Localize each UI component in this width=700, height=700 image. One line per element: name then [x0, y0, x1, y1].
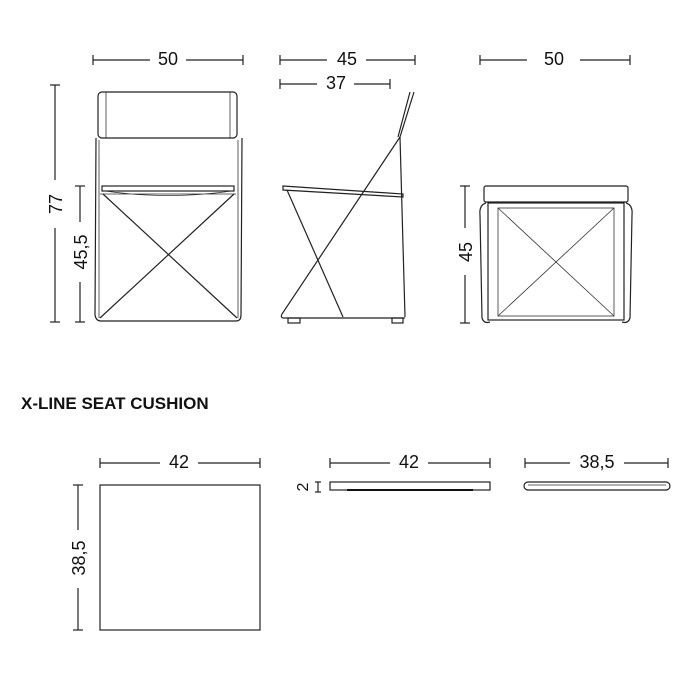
cushion-side-view: 38,5 [523, 452, 671, 491]
dimension-top-depth: 45 [456, 185, 476, 324]
dimension-cushion-depth: 38,5 [69, 484, 89, 631]
chair-front-view: 50 77 45,5 [46, 49, 244, 323]
dimension-front-width: 50 [92, 49, 244, 69]
cushion-top-view: 42 38,5 [69, 452, 261, 631]
dimension-cushion-side-depth: 38,5 [524, 452, 669, 472]
dimension-label: 42 [399, 452, 419, 472]
dimension-seat-height: 45,5 [71, 185, 91, 323]
dimension-seat-depth: 37 [279, 73, 391, 93]
section-title: X-LINE SEAT CUSHION [21, 394, 209, 413]
dimension-front-height: 77 [46, 84, 66, 323]
dimension-label: 50 [544, 49, 564, 69]
dimension-label: 38,5 [579, 452, 614, 472]
chair-top-view: 50 45 [456, 49, 633, 324]
dimension-label: 45 [456, 242, 476, 262]
dimension-label: 45 [337, 49, 357, 69]
dimension-label: 42 [169, 452, 189, 472]
dimension-label: 37 [326, 73, 346, 93]
dimension-side-depth: 45 [279, 49, 416, 69]
dimension-label: 2 [295, 482, 312, 491]
dimension-label: 50 [158, 49, 178, 69]
dimension-label: 45,5 [71, 234, 91, 269]
dimension-label: 38,5 [69, 540, 89, 575]
cushion-front-view: 42 2 [295, 452, 491, 493]
dimension-cushion-thickness: 2 [295, 481, 321, 493]
dimension-top-width: 50 [479, 49, 631, 69]
dimension-cushion-width: 42 [99, 452, 261, 472]
dimension-label: 77 [46, 194, 66, 214]
chair-side-view: 45 37 [279, 49, 416, 324]
dimension-cushion-front-width: 42 [329, 452, 491, 472]
